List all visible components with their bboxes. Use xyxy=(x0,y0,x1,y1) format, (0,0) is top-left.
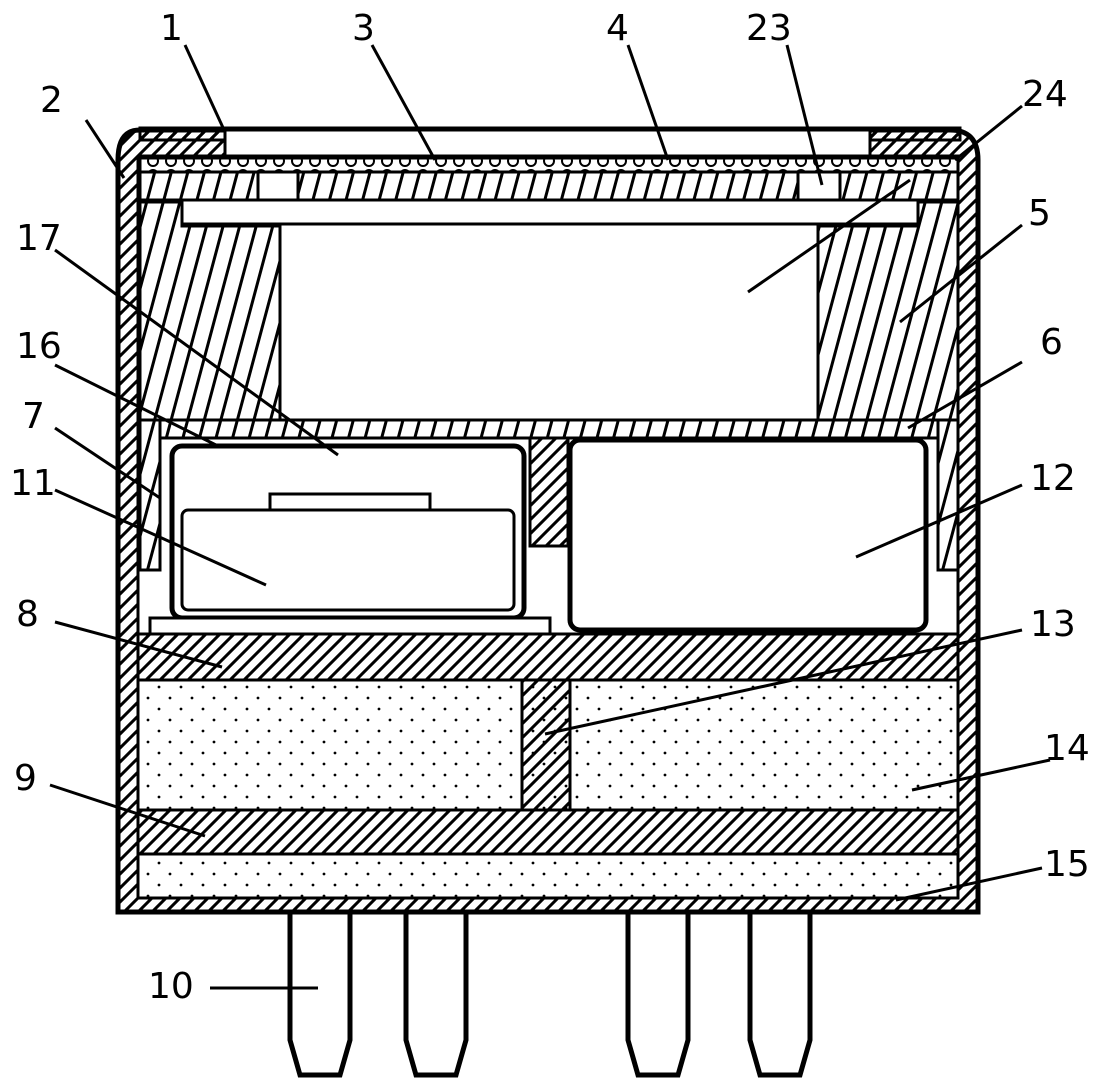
label-1: 1 xyxy=(160,8,183,49)
label-16: 16 xyxy=(16,326,62,367)
label-5: 5 xyxy=(1028,193,1051,234)
plate-lower xyxy=(136,808,960,856)
membrane-layer xyxy=(138,154,960,174)
module-left-top xyxy=(268,492,432,512)
cap-vent-left xyxy=(256,170,300,204)
label-13: 13 xyxy=(1030,604,1076,645)
plate-upper xyxy=(136,632,960,682)
module-left-base xyxy=(148,616,552,636)
module-left-inner xyxy=(180,508,516,612)
label-8: 8 xyxy=(16,594,39,635)
seal-left xyxy=(138,418,162,572)
center-spacer xyxy=(528,436,570,548)
label-4: 4 xyxy=(606,8,629,49)
label-10: 10 xyxy=(148,966,194,1007)
label-9: 9 xyxy=(14,758,37,799)
via-pillar xyxy=(520,678,572,812)
pin-1 xyxy=(287,909,353,1078)
label-3: 3 xyxy=(352,8,375,49)
inner-chamber xyxy=(180,198,920,226)
pin-4 xyxy=(747,909,813,1078)
seal-right xyxy=(936,418,960,572)
top-cover-opening xyxy=(223,128,872,158)
label-2: 2 xyxy=(40,80,63,121)
pin-2 xyxy=(403,909,469,1078)
chamber-void xyxy=(282,226,816,420)
label-12: 12 xyxy=(1030,458,1076,499)
pin-3 xyxy=(625,909,691,1078)
leader-lines xyxy=(49,44,1051,990)
label-11: 11 xyxy=(10,463,56,504)
labels: 1 2 3 4 23 24 5 17 16 6 7 11 12 8 13 9 1… xyxy=(10,8,1090,1007)
label-23: 23 xyxy=(746,8,792,49)
label-15: 15 xyxy=(1044,844,1090,885)
bottom-layer xyxy=(136,852,960,900)
label-14: 14 xyxy=(1044,728,1090,769)
module-right xyxy=(567,437,929,633)
label-24: 24 xyxy=(1022,74,1068,115)
label-17: 17 xyxy=(16,218,62,259)
side-wall-left xyxy=(138,198,282,422)
label-7: 7 xyxy=(22,396,45,437)
side-wall-right xyxy=(816,198,960,422)
pins xyxy=(287,909,813,1078)
sensor-board xyxy=(158,418,940,440)
label-6: 6 xyxy=(1040,322,1063,363)
